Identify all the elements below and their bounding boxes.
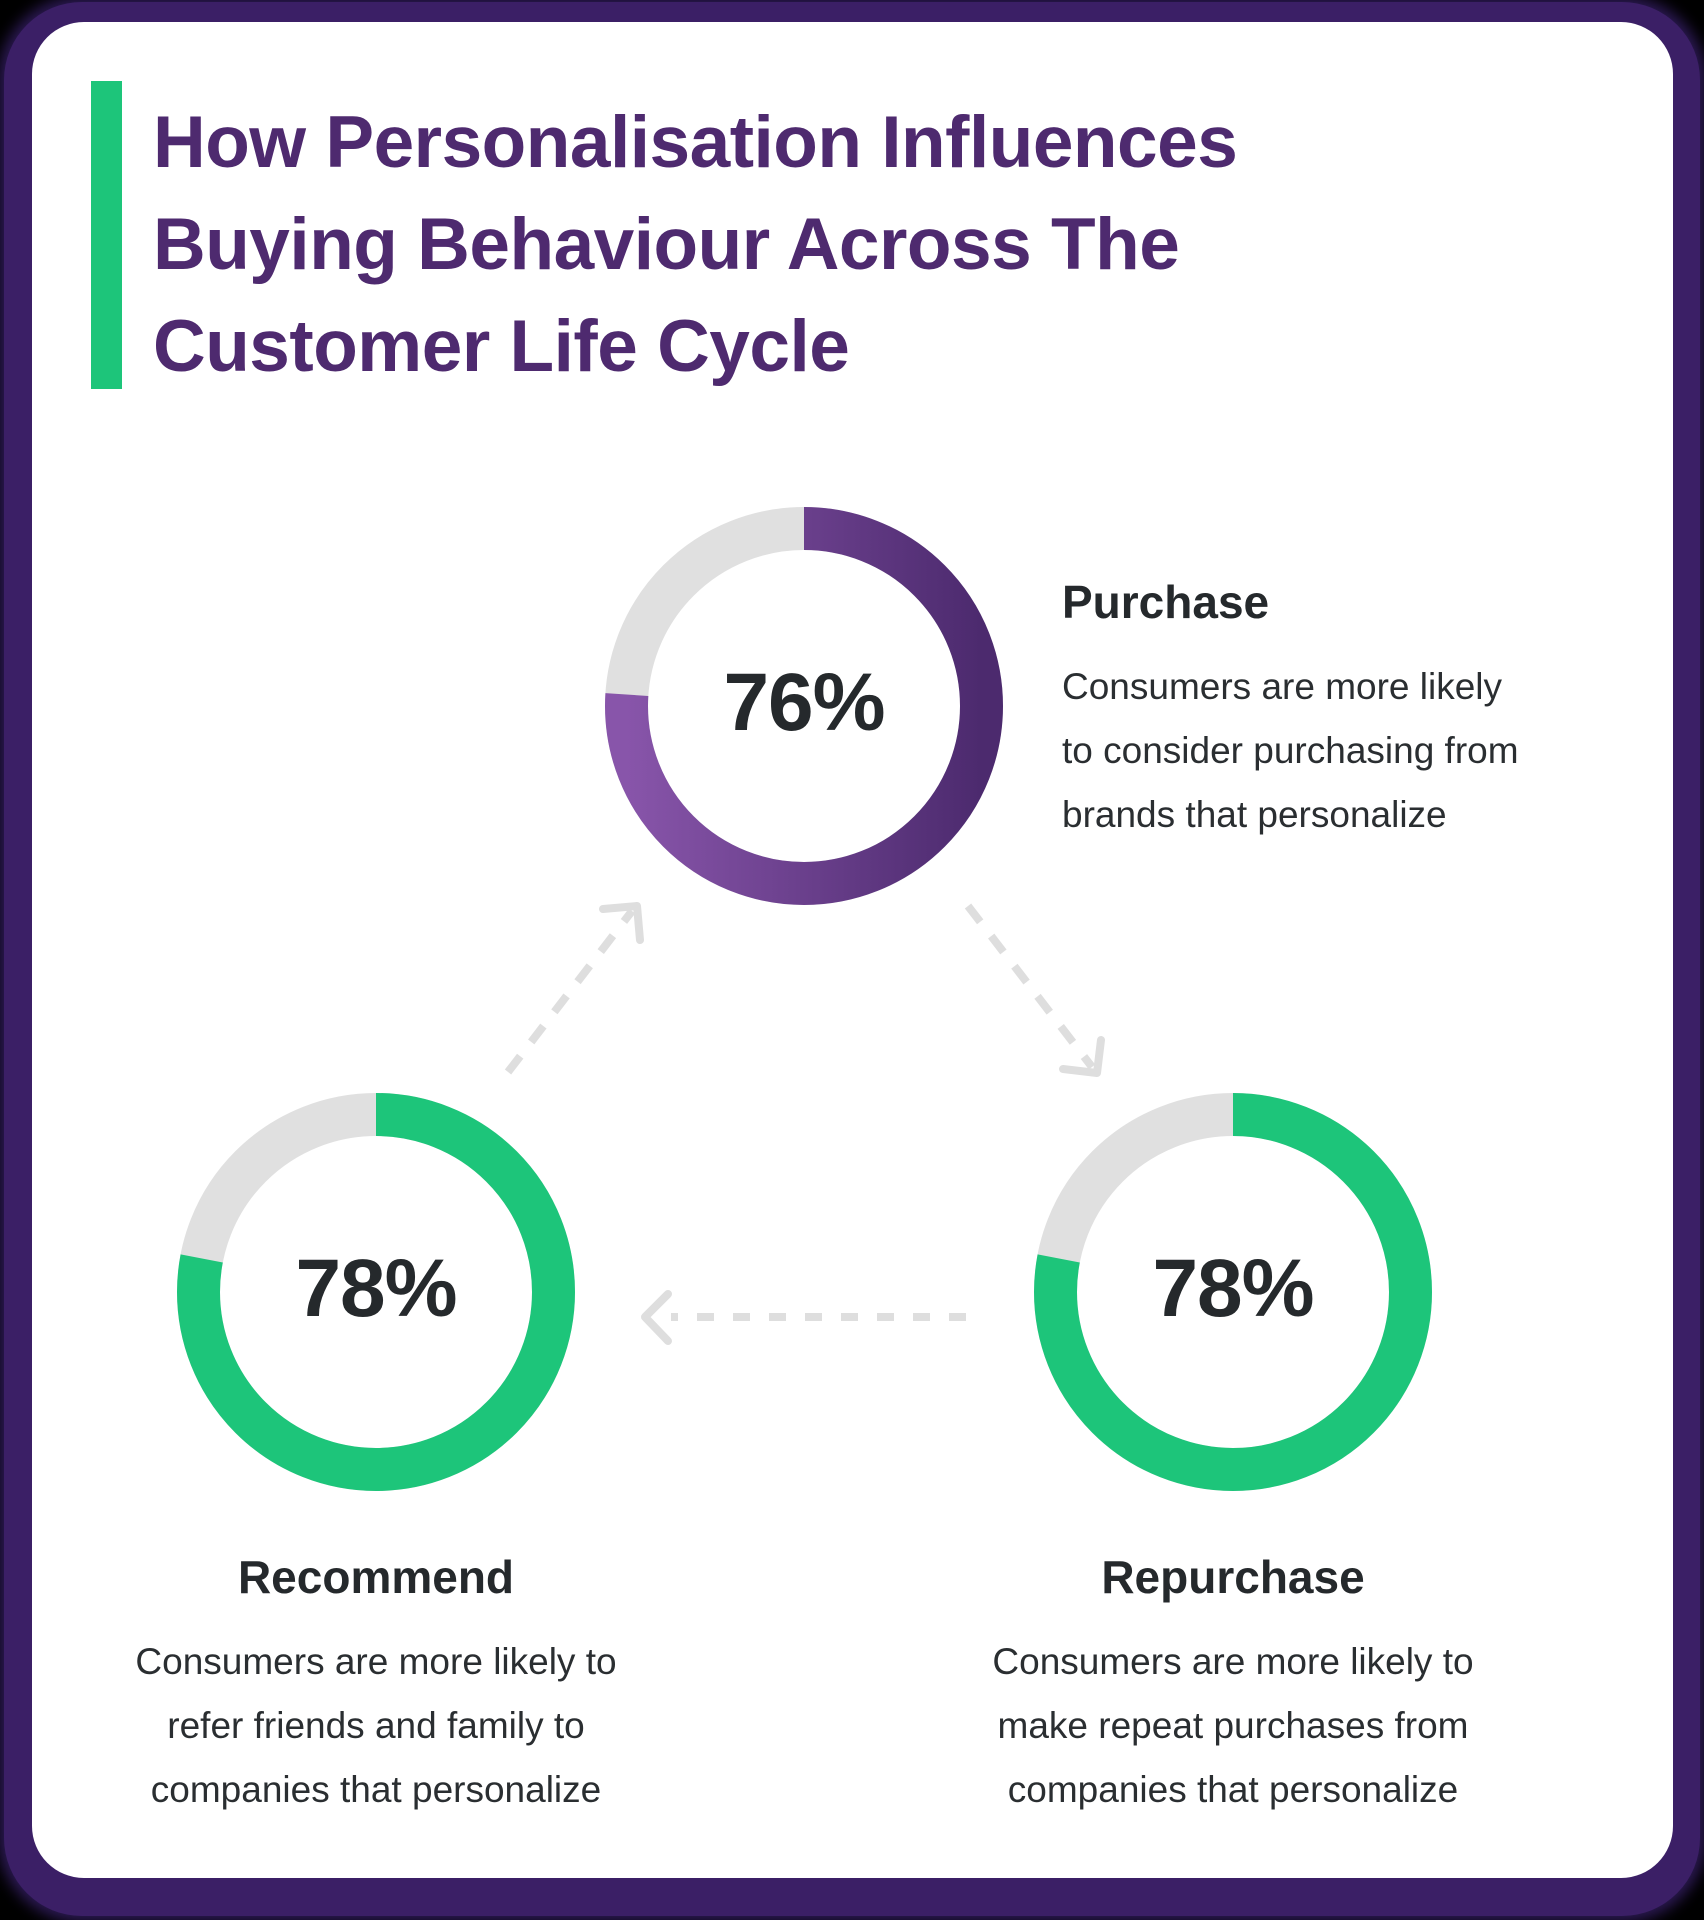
purchase-percent: 76%	[723, 657, 885, 748]
repurchase-progress-arc	[1034, 1093, 1432, 1491]
purchase-desc-line-3: brands that personalize	[1062, 794, 1447, 835]
purchase-description: Consumers are more likely to consider pu…	[1062, 655, 1519, 847]
purchase-desc-line-2: to consider purchasing from	[1062, 730, 1519, 771]
repurchase-desc-line-3: companies that personalize	[1007, 1769, 1459, 1810]
repurchase-percent: 78%	[1152, 1243, 1314, 1334]
title-line-1: How Personalisation Influences	[153, 102, 1238, 183]
purchase-heading: Purchase	[1062, 576, 1270, 628]
title-line-2: Buying Behaviour Across The	[153, 204, 1180, 285]
title-line-3: Customer Life Cycle	[153, 306, 850, 387]
arrow-purchase-to-repurchase-icon	[964, 903, 1105, 1077]
arrow-recommend-to-purchase-icon	[504, 902, 644, 1075]
recommend-percent: 78%	[295, 1243, 457, 1334]
arrow-repurchase-to-recommend-icon	[641, 1290, 966, 1345]
recommend-desc-line-2: refer friends and family to	[167, 1705, 585, 1746]
repurchase-donut	[1034, 1093, 1432, 1491]
recommend-desc-line-1: Consumers are more likely to	[135, 1641, 617, 1682]
infographic-card: How Personalisation Influences Buying Be…	[32, 22, 1673, 1878]
repurchase-desc-line-1: Consumers are more likely to	[992, 1641, 1474, 1682]
recommend-description: Consumers are more likely to refer frien…	[56, 1630, 696, 1822]
repurchase-desc-line-2: make repeat purchases from	[997, 1705, 1469, 1746]
repurchase-description: Consumers are more likely to make repeat…	[913, 1630, 1553, 1822]
recommend-desc-line-3: companies that personalize	[150, 1769, 602, 1810]
purchase-donut	[605, 507, 1003, 905]
repurchase-heading: Repurchase	[1101, 1551, 1365, 1603]
title-accent-bar	[91, 81, 122, 389]
purchase-progress-arc	[605, 507, 1003, 905]
purchase-desc-line-1: Consumers are more likely	[1062, 666, 1503, 707]
recommend-heading: Recommend	[237, 1551, 515, 1603]
recommend-donut	[177, 1093, 575, 1491]
recommend-progress-arc	[177, 1093, 575, 1491]
page-title: How Personalisation Influences Buying Be…	[153, 92, 1553, 398]
